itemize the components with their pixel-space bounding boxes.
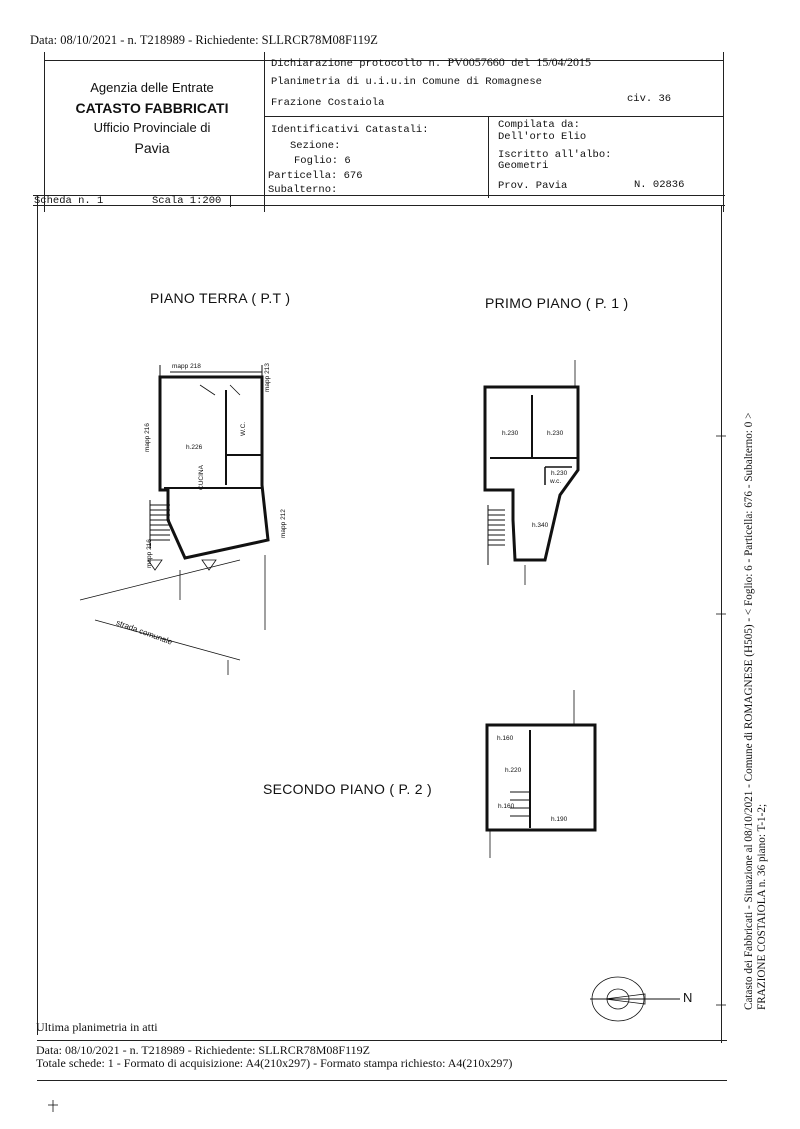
footer-request-line: Data: 08/10/2021 - n. T218989 - Richiede… [36,1043,370,1057]
label-h190: h.190 [551,816,568,823]
protocol-date: 15/04/2015 [536,55,591,69]
identifiers-title: Identificativi Catastali: [271,124,429,136]
first-floor-title: PRIMO PIANO ( P. 1 ) [485,295,629,311]
identifier-divider-line [488,116,489,198]
label-h230-left: h.230 [502,430,519,437]
header-separator-line [264,116,723,117]
office-city: Pavia [134,140,170,156]
catasto-title: CATASTO FABBRICATI [75,100,229,116]
scheda-top-line [33,195,725,196]
label-cucina: CUCINA [198,465,205,490]
sidebar-line-1: Catasto dei Fabbricati - Situazione al 0… [743,412,755,1010]
office-label: Ufficio Provinciale di [93,120,211,135]
scala-label: Scala 1:200 [152,195,222,207]
drawing-right-line [721,205,722,1043]
label-mapp-216-lower: mapp 216 [146,539,153,568]
protocol-date-label: del [511,58,531,70]
label-mapp-212: mapp 212 [280,509,287,538]
protocol-label: Dichiarazione protocollo n. [271,58,442,70]
drawing-top-line [33,205,725,206]
frame-top-line [44,60,724,61]
agency-block: Agenzia delle Entrate CATASTO FABBRICATI… [42,78,262,158]
foglio-row: Foglio: 6 [294,155,351,167]
label-h340: h.340 [532,522,549,529]
label-mapp-218: mapp 218 [172,363,201,370]
protocol-number: PV0057660 [447,55,505,69]
planimetria-line: Planimetria di u.i.u.in Comune di Romagn… [271,76,542,88]
ultima-planimetria-note: Ultima planimetria in atti [36,1020,158,1034]
header-divider-line [264,52,265,212]
frazione-line: Frazione Costaiola [271,97,385,109]
sidebar-line-2: FRAZIONE COSTAIOLA n. 36 piano: T-1-2; [756,803,768,1010]
label-h160-top: h.160 [497,735,514,742]
agency-name: Agenzia delle Entrate [90,80,214,95]
foglio-label: Foglio: [294,155,339,167]
frame-left-line [44,52,45,212]
footer-line-2 [37,1080,727,1081]
ground-floor-plan [79,365,270,675]
subalterno-label: Subalterno: [268,184,338,196]
albo-number: N. 02836 [634,179,685,191]
label-h226: h.226 [186,444,203,451]
albo-value: Geometri [498,160,549,172]
particella-value: 676 [343,170,363,182]
frame-right-line [723,52,724,212]
label-h230-wc: h.230 [551,470,568,477]
compiler-name: Dell'orto Elio [498,131,587,143]
particella-label: Particella: [268,170,338,182]
vertical-cadastral-situation: Catasto dei Fabbricati - Situazione al 0… [743,290,769,1010]
civico-label: civ. 36 [627,93,672,105]
compilata-label: Compilata da: [498,119,580,131]
header-request-line: Data: 08/10/2021 - n. T218989 - Richiede… [30,33,378,47]
protocol-line: Dichiarazione protocollo n. PV0057660 de… [271,55,591,70]
north-arrow [590,976,680,1022]
iscritto-label: Iscritto all'albo: [498,149,612,161]
particella-row: Particella: 676 [268,170,363,182]
label-h160-bottom: h.160 [498,803,515,810]
label-mapp-213: mapp 213 [264,363,271,392]
drawing-left-line [37,195,38,1035]
north-label: N [683,990,693,1005]
label-wc-first: w.c. [550,478,562,485]
footer-line-1 [37,1040,727,1041]
first-floor-plan [483,360,580,585]
label-mapp-216-upper: mapp 216 [144,423,151,452]
prov-label: Prov. Pavia [498,180,568,192]
label-wc-ground: W.C. [240,421,247,436]
foglio-value: 6 [344,155,351,167]
second-floor-title: SECONDO PIANO ( P. 2 ) [263,781,432,797]
label-h230-right: h.230 [547,430,564,437]
ground-floor-title: PIANO TERRA ( P.T ) [150,290,291,306]
scheda-divider-line [230,195,231,207]
label-h220: h.220 [505,767,522,774]
scheda-label: Scheda n. 1 [34,195,104,207]
second-floor-plan [485,690,597,858]
footer-totale-line: Totale schede: 1 - Formato di acquisizio… [36,1056,513,1070]
sezione-label: Sezione: [290,140,341,152]
